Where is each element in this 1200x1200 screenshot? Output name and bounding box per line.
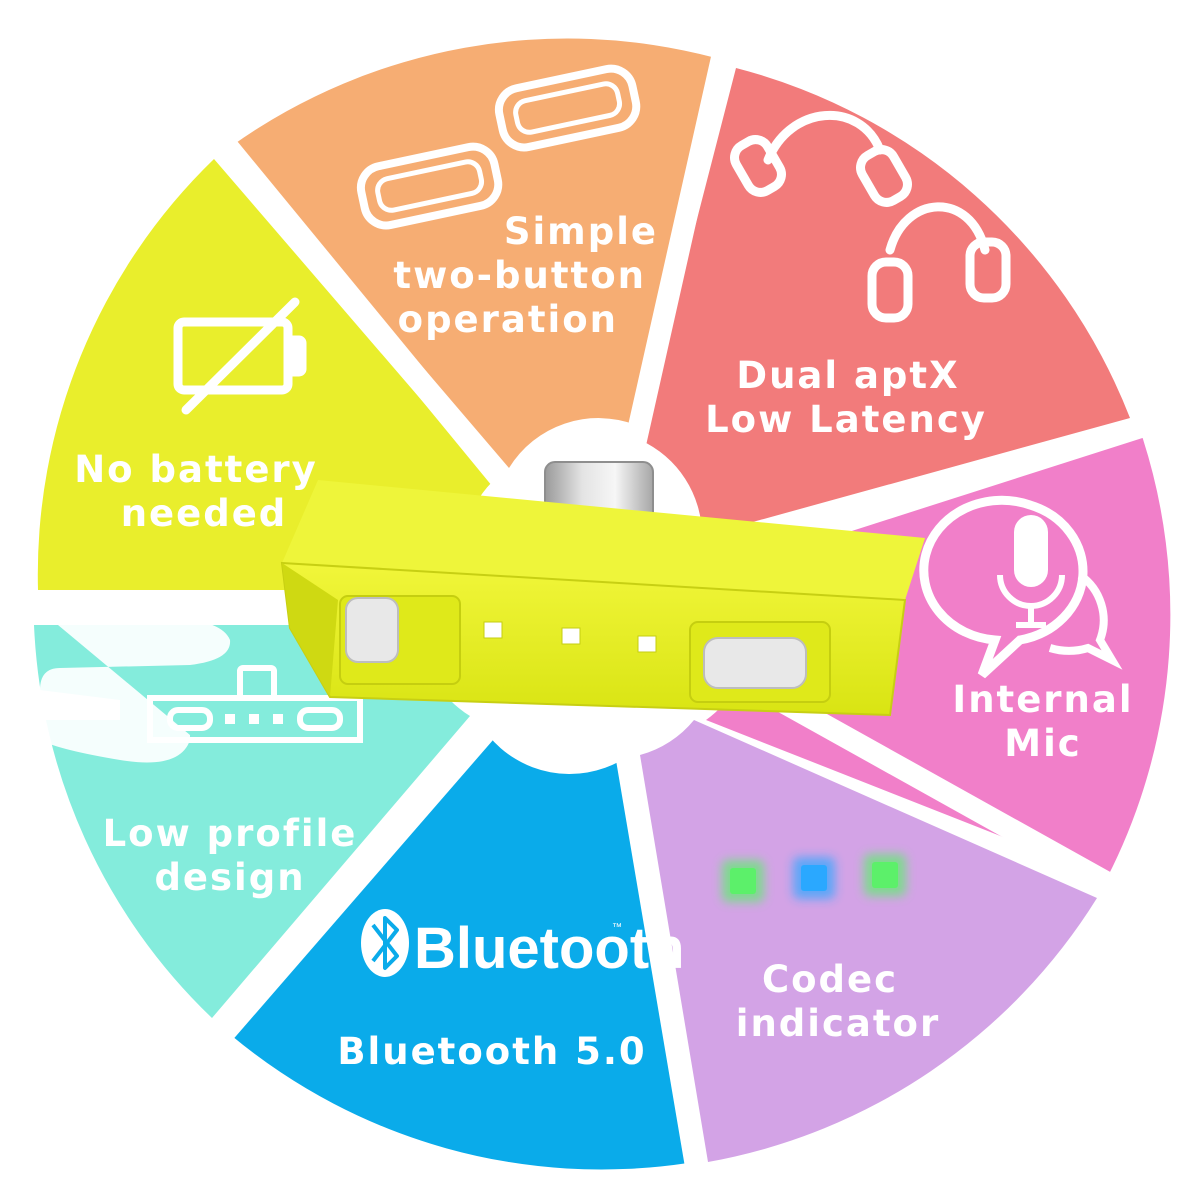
svg-text:Internal: Internal [952,678,1133,721]
buttons-icon [356,64,641,230]
bluetooth-adapter-device [280,461,925,717]
svg-text:indicator: indicator [736,1002,940,1045]
segment-dual-aptx [640,68,1130,536]
indicator-light [801,865,827,891]
segment-no-battery [37,159,492,590]
segment-codec-indicator [640,720,1097,1162]
label-bluetooth: Bluetooth 5.0 [337,1030,646,1073]
device-led [483,621,503,639]
device-button-left [345,597,399,663]
svg-text:needed: needed [121,492,288,535]
segment-simple-buttons [233,38,716,469]
bluetooth-logo: Bluetooth ™ [361,909,685,981]
svg-text:two-button: two-button [393,254,646,297]
svg-text:Bluetooth 5.0: Bluetooth 5.0 [337,1030,646,1073]
svg-text:Dual aptX: Dual aptX [736,354,959,397]
indicator-light [872,862,898,888]
device-led [637,635,657,653]
svg-text:design: design [154,856,305,899]
no-battery-icon [173,297,307,415]
device-button-right [703,637,807,689]
svg-text:Codec: Codec [762,958,898,1001]
svg-text:Low Latency: Low Latency [705,398,987,441]
svg-text:operation: operation [398,298,618,341]
svg-text:No battery: No battery [74,448,318,491]
headphones-icon [730,111,1011,323]
indicator-light [730,868,756,894]
indicator-lights-icon [722,854,906,902]
label-no-battery: No battery needed [74,448,318,535]
microphone-icon [919,495,1123,679]
label-simple-buttons: Simple two-button operation [393,210,658,341]
svg-text:Simple: Simple [504,210,658,253]
device-led [561,627,581,645]
bluetooth-wordmark: Bluetooth [414,916,685,981]
segment-bluetooth [232,735,688,1170]
label-dual-aptx: Dual aptX Low Latency [705,354,987,441]
svg-text:Low profile: Low profile [103,812,358,855]
label-codec-indicator: Codec indicator [736,958,940,1045]
low-profile-icon [40,610,363,763]
label-internal-mic: Internal Mic [952,678,1133,765]
bluetooth-trademark: ™ [612,922,622,933]
label-low-profile: Low profile design [103,812,358,899]
svg-text:Mic: Mic [1004,722,1081,765]
